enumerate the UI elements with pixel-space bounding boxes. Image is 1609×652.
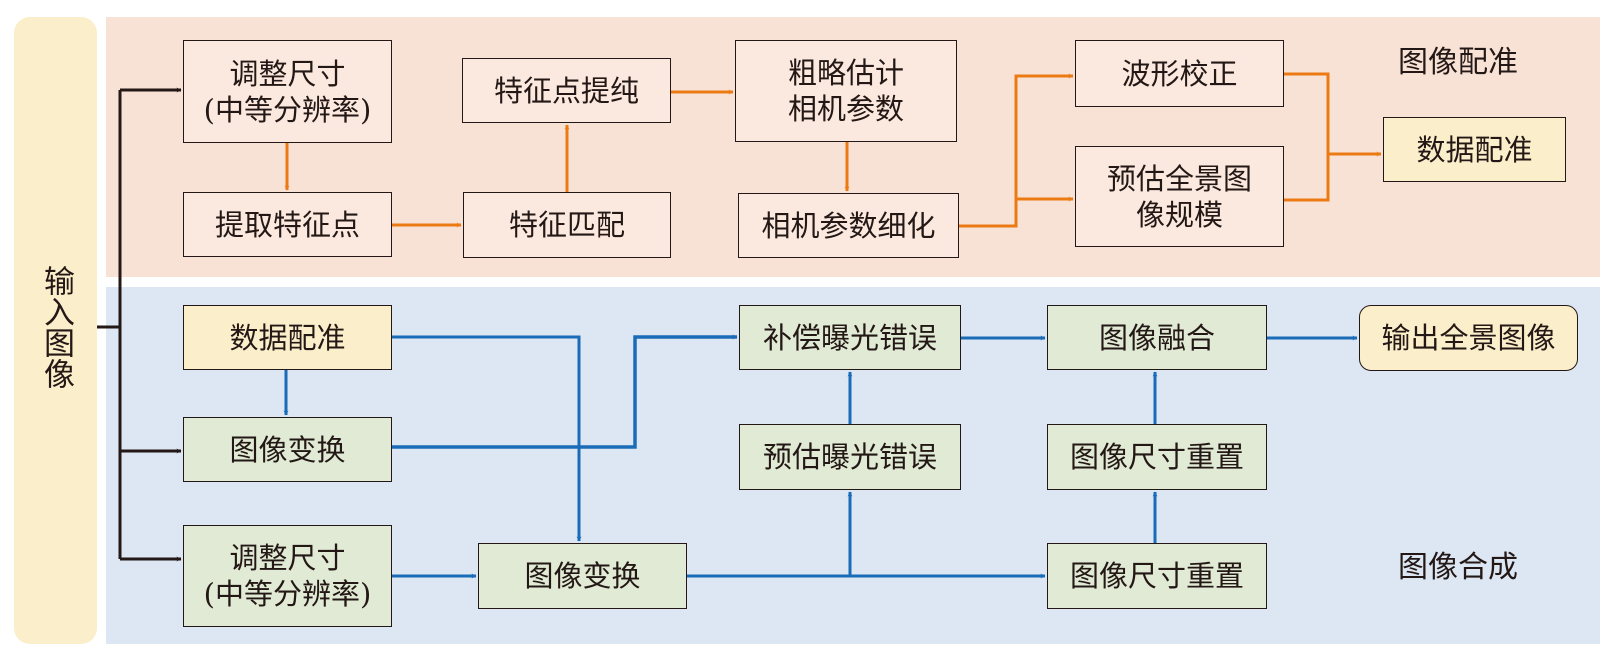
node-resize-composition: 调整尺寸 (中等分辨率) [183, 525, 392, 627]
registration-region-label: 图像配准 [1398, 45, 1518, 80]
arrow-data-to-warp-2 [392, 335, 582, 542]
input-panel [14, 17, 97, 644]
node-feature-match: 特征匹配 [463, 192, 671, 258]
node-camera-refine: 相机参数细化 [738, 193, 959, 258]
composition-region-label: 图像合成 [1398, 550, 1518, 585]
node-resize-registration: 调整尺寸 (中等分辨率) [183, 40, 392, 143]
node-extract-features: 提取特征点 [183, 192, 392, 257]
node-resize-reset-1: 图像尺寸重置 [1047, 424, 1267, 490]
node-feature-refine: 特征点提纯 [462, 58, 671, 123]
input-label: 输入图像 [38, 265, 74, 389]
arrow-to-wave-correction [959, 73, 1074, 228]
node-estimate-exposure: 预估曝光错误 [739, 424, 961, 490]
input-connectors [97, 87, 182, 562]
node-output-panorama: 输出全景图像 [1359, 305, 1578, 371]
node-compensate-exposure: 补偿曝光错误 [739, 305, 961, 370]
node-rough-estimate: 粗略估计 相机参数 [735, 40, 957, 142]
node-data-registration-output: 数据配准 [1383, 117, 1566, 182]
composition-connectors [283, 334, 1358, 579]
node-wave-correction: 波形校正 [1075, 40, 1284, 107]
merge-line [1284, 72, 1330, 202]
arrow-warp-1-to-compensate [392, 334, 738, 449]
registration-connectors [284, 72, 1382, 228]
node-estimate-scale: 预估全景图 像规模 [1075, 146, 1284, 247]
node-image-warp-1: 图像变换 [183, 417, 392, 482]
node-resize-reset-2: 图像尺寸重置 [1047, 543, 1267, 609]
node-data-registration-input: 数据配准 [183, 305, 392, 370]
node-image-warp-2: 图像变换 [478, 543, 687, 609]
node-image-blend: 图像融合 [1047, 305, 1267, 370]
